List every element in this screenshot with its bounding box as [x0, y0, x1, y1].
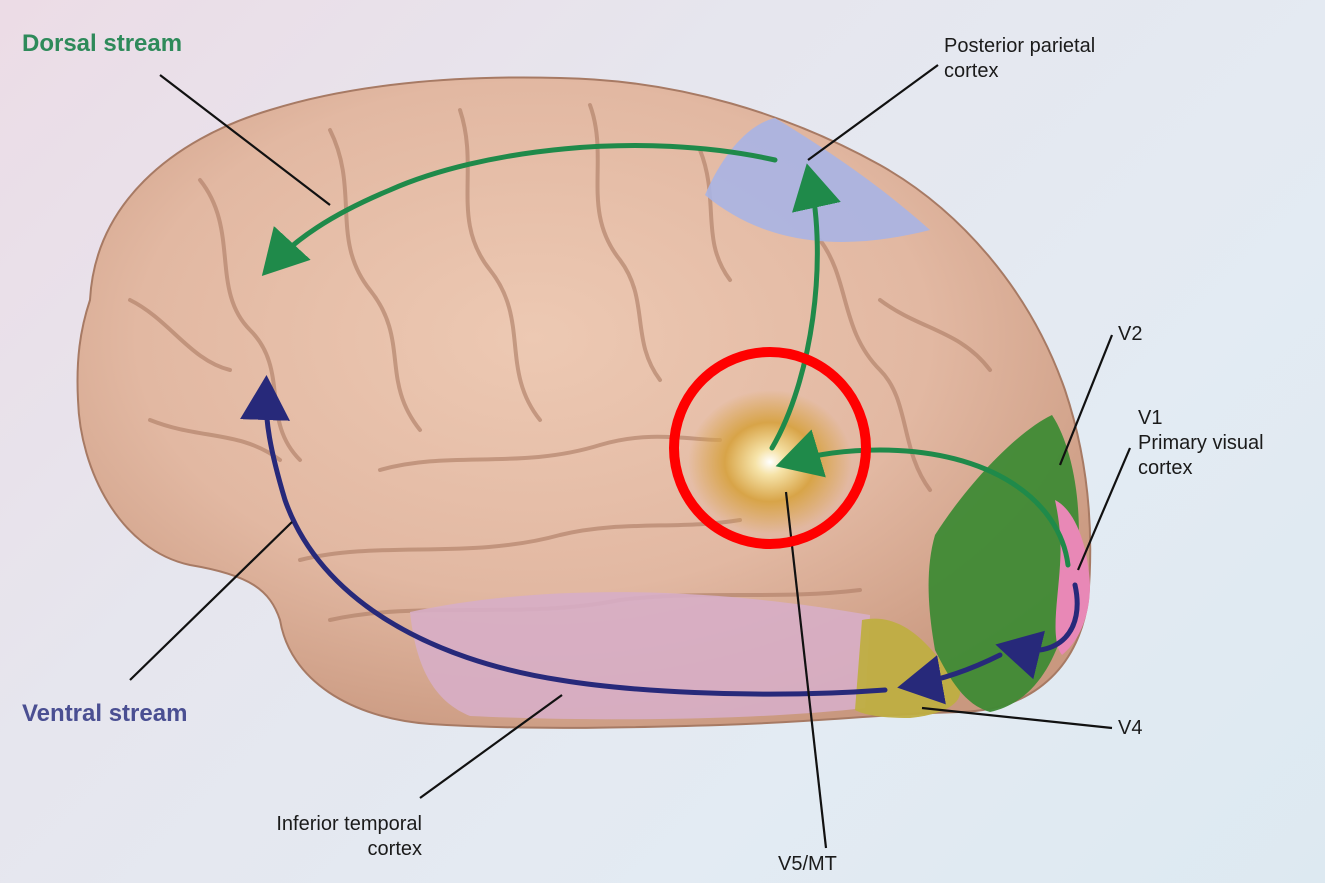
posterior-parietal-label: Posterior parietal cortex	[944, 34, 1095, 84]
leader-v4	[922, 708, 1112, 728]
posterior-parietal-label-line2: cortex	[944, 59, 1095, 84]
inferior-temporal-label: Inferior temporal cortex	[200, 812, 422, 862]
v2-label: V2	[1118, 322, 1142, 347]
leader-posterior-parietal	[808, 65, 938, 160]
posterior-parietal-label-line1: Posterior parietal	[944, 34, 1095, 59]
ventral-stream-label: Ventral stream	[22, 700, 187, 728]
inferior-temporal-label-line1: Inferior temporal	[200, 812, 422, 837]
inferior-temporal-region	[410, 592, 870, 719]
dorsal-stream-label: Dorsal stream	[22, 30, 182, 58]
v5-mt-region	[688, 390, 852, 534]
inferior-temporal-label-line2: cortex	[200, 837, 422, 862]
v5-mt-label: V5/MT	[778, 852, 837, 877]
v1-label: V1 Primary visual cortex	[1138, 406, 1264, 481]
v1-label-line1: V1	[1138, 406, 1264, 431]
v1-label-line2: Primary visual	[1138, 431, 1264, 456]
v1-label-line3: cortex	[1138, 456, 1264, 481]
v4-label: V4	[1118, 716, 1142, 741]
